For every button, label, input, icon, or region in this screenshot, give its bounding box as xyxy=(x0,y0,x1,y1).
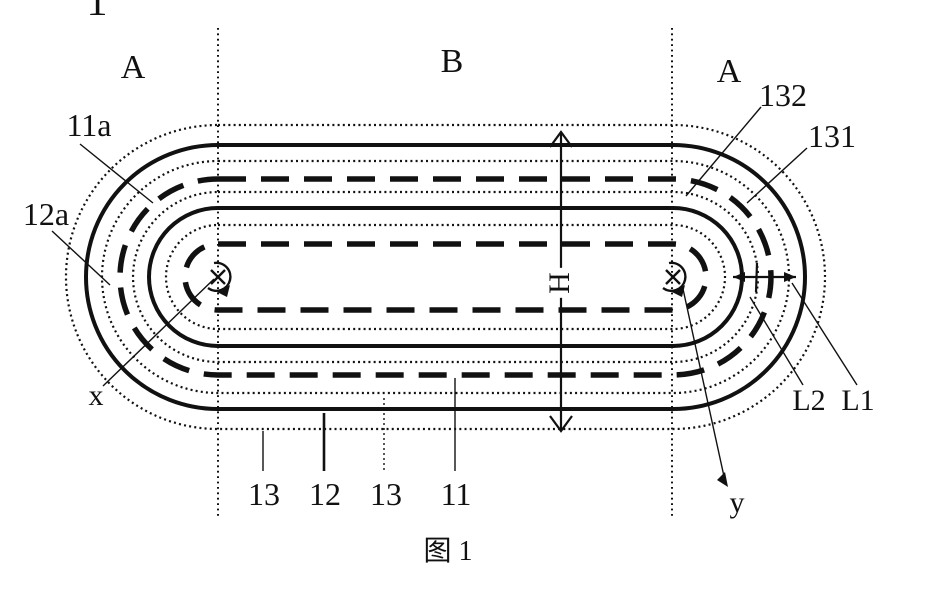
length-dimension-line xyxy=(733,262,796,293)
label-13-a: 13 xyxy=(248,476,280,512)
ring-11-7 xyxy=(182,241,709,313)
region-a-right-label: A xyxy=(716,53,742,90)
left-center-mark xyxy=(207,261,232,297)
left-rotation-arrow xyxy=(207,261,232,292)
figure-ref-label: 1 xyxy=(86,0,108,25)
label-x: x xyxy=(88,379,104,412)
region-a-left-label: A xyxy=(120,49,146,86)
right-center-mark xyxy=(662,261,687,297)
ring-13-6 xyxy=(164,223,727,331)
label-132: 132 xyxy=(759,77,807,113)
right-rotation-arrow xyxy=(662,261,687,292)
leader-131 xyxy=(746,147,808,204)
figure-caption: 图 1 xyxy=(423,536,473,567)
leader-x xyxy=(102,278,215,387)
label-11a: 11a xyxy=(66,107,112,143)
ring-13-4 xyxy=(131,190,760,364)
label-l2: L2 xyxy=(792,384,826,417)
label-13-c: 13 xyxy=(370,476,402,512)
leader-132 xyxy=(685,106,762,197)
label-y: y xyxy=(729,486,745,519)
ring-13-0 xyxy=(64,123,827,431)
label-11-d: 11 xyxy=(440,476,472,512)
leader-y xyxy=(682,288,728,487)
leader-11a xyxy=(79,143,154,204)
label-12-b: 12 xyxy=(309,476,341,512)
ring-13-2 xyxy=(100,159,791,395)
leader-L1 xyxy=(791,282,858,386)
ring-11-3 xyxy=(117,176,774,378)
label-12a: 12a xyxy=(22,196,70,232)
leader-12a xyxy=(51,230,111,286)
ring-12-5 xyxy=(147,206,744,348)
region-b-label: B xyxy=(440,43,464,80)
label-l1: L1 xyxy=(841,384,875,417)
leader-L2 xyxy=(749,296,804,386)
label-h-dimension: H xyxy=(543,268,576,298)
ring-12-1 xyxy=(84,143,807,411)
label-131: 131 xyxy=(808,118,856,154)
coil-rings xyxy=(64,123,827,431)
